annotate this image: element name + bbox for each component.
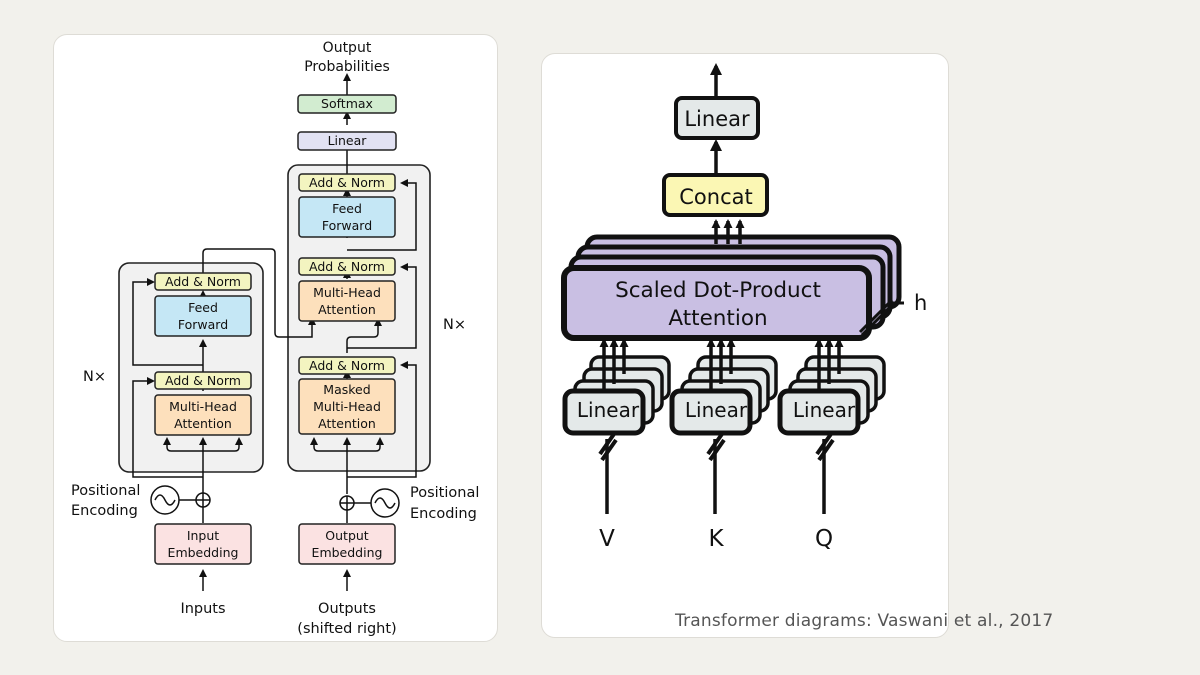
output-embedding-box [298,523,396,565]
concat-box [662,173,769,217]
encoder-mha-label-1: Multi-Head [169,399,237,414]
encoder-positional-label-2: Encoding [71,503,138,519]
masked-mha-label-3: Attention [318,416,376,431]
decoder-add-norm-1 [298,356,396,375]
multi-head-attention-diagram: Linear Concat Scaled Dot-Product Attenti… [541,53,949,638]
decoder-add-norm-2 [298,257,396,276]
encoder-positional-encoding-icon [150,485,211,515]
decoder-mha-label-1: Multi-Head [313,285,381,300]
scaled-dot-product-attention-box [561,265,872,341]
decoder-multi-head-attention-box [298,280,396,322]
encoder-add-norm-1-label: Add & Norm [165,373,241,388]
output-probabilities-label-1: Output [323,40,372,56]
transformer-architecture-svg: Output Probabilities Softmax Linear Add … [71,40,479,637]
linear-label: Linear [328,133,368,148]
masked-mha-label-2: Multi-Head [313,399,381,414]
scaled-attention-stack [561,234,902,341]
encoder-add-norm-2 [154,272,252,291]
decoder-mha-label-2: Attention [318,302,376,317]
outputs-label-2: (shifted right) [297,621,396,637]
encoder-multi-head-attention-box [154,394,252,436]
decoder-positional-encoding-icon [339,488,400,518]
decoder-positional-label-1: Positional [410,485,479,501]
scaled-attention-label-1: Scaled Dot-Product [615,278,821,303]
linear-top-label: Linear [684,107,750,131]
q-input-label: Q [815,526,833,552]
transformer-architecture-diagram: Output Probabilities Softmax Linear Add … [53,34,498,642]
decoder-add-norm-3 [298,173,396,192]
output-embedding-label-2: Embedding [312,545,383,560]
input-embedding-label-1: Input [187,528,219,543]
k-input-label: K [708,526,724,552]
scaled-attention-label-2: Attention [668,306,767,331]
decoder-add-norm-1-label: Add & Norm [309,358,385,373]
encoder-feed-forward-box [154,295,252,337]
encoder-feed-forward-label-1: Feed [188,300,218,315]
input-embedding-box [154,523,252,565]
encoder-mha-label-2: Attention [174,416,232,431]
encoder-block [118,262,264,473]
linear-top-box [674,96,760,140]
multi-head-attention-svg: Linear Concat Scaled Dot-Product Attenti… [561,63,927,552]
output-probabilities-label-2: Probabilities [304,59,390,75]
decoder-nx-label: N× [443,317,466,333]
inputs-label: Inputs [180,601,225,617]
linear-k-label: Linear [685,398,748,422]
decoder-feed-forward-label-2: Forward [322,218,372,233]
output-embedding-label-1: Output [325,528,369,543]
encoder-add-norm-1 [154,371,252,390]
decoder-positional-label-2: Encoding [410,506,477,522]
decoder-add-norm-3-label: Add & Norm [309,175,385,190]
masked-multi-head-attention-box [298,378,396,435]
linear-v-label: Linear [577,398,640,422]
input-embedding-label-2: Embedding [168,545,239,560]
decoder-add-norm-2-label: Add & Norm [309,259,385,274]
masked-mha-label-1: Masked [323,382,370,397]
softmax-box [297,94,397,114]
decoder-feed-forward-label-1: Feed [332,201,362,216]
h-label: h [914,291,927,315]
linear-stack-v [562,355,671,436]
encoder-nx-label: N× [83,369,106,385]
decoder-feed-forward-box [298,196,396,238]
encoder-positional-label-1: Positional [71,483,140,499]
encoder-add-norm-2-label: Add & Norm [165,274,241,289]
source-caption: Transformer diagrams: Vaswani et al., 20… [675,611,1054,631]
linear-q-label: Linear [793,398,856,422]
v-input-label: V [599,526,615,552]
linear-box [297,131,397,151]
linear-stack-k [669,355,778,436]
encoder-feed-forward-label-2: Forward [178,317,228,332]
outputs-label-1: Outputs [318,601,376,617]
softmax-label: Softmax [321,96,373,111]
concat-label: Concat [679,185,752,209]
